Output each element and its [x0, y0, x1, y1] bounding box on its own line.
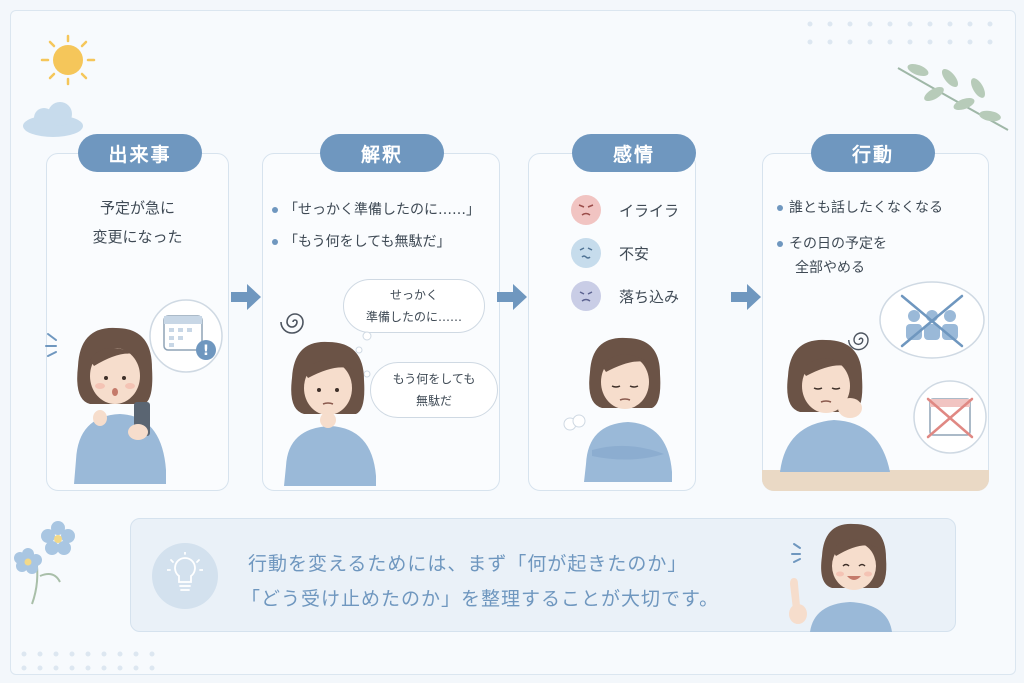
sigh-puff-icon — [563, 414, 586, 431]
woman-pointing-smiling — [789, 523, 892, 632]
woman-arms-crossed — [584, 337, 672, 482]
step-title-interpretation: 解釈 — [320, 134, 444, 172]
thought-bubble-2: もう何をしても 無駄だ — [370, 362, 498, 418]
summary-banner — [130, 518, 956, 632]
leaf-branch-icon — [897, 63, 1009, 131]
event-line-1: 予定が急に — [99, 199, 175, 217]
action-bullet-1: 誰とも話したくなくなる — [777, 197, 943, 217]
svg-text:!: ! — [203, 343, 209, 359]
swirl-icon — [848, 332, 869, 351]
dot-grid-bottom — [21, 651, 155, 671]
calendar-alert-bubble: ! — [149, 299, 223, 373]
step-title-emotion: 感情 — [572, 134, 696, 172]
desk — [762, 470, 989, 491]
action-bullet-2-continuation: 全部やめる — [795, 260, 865, 276]
anxious-face-icon — [571, 238, 601, 268]
thought-bubble-1: せっかく 準備したのに…… — [343, 279, 485, 333]
emotion-row-anxiety: 不安 — [571, 238, 649, 268]
sparkle-lines-icon — [791, 543, 801, 563]
action-bullet-2: その日の予定を — [777, 233, 887, 253]
summary-line-2: 「どう受け止めたのか」を整理することが大切です。 — [241, 588, 720, 610]
thought-bubble-1-line-1: せっかく — [389, 288, 438, 302]
woman-resting-head — [780, 339, 890, 472]
woman-surprised-phone — [74, 327, 166, 484]
event-line-2: 変更になった — [92, 228, 183, 246]
arrow-right-icon — [497, 284, 527, 310]
interpretation-bullet-2: 「もう何をしても無駄だ」 — [272, 231, 450, 251]
emotion-row-depression: 落ち込み — [571, 281, 679, 311]
emotion-label-depression: 落ち込み — [619, 287, 680, 306]
sun-icon — [40, 34, 96, 86]
arrow-right-icon — [731, 284, 761, 310]
thought-bubble-2-line-1: もう何をしても — [392, 372, 476, 386]
flower-icon — [14, 521, 75, 605]
emotion-row-irritation: イライラ — [571, 195, 679, 225]
cancelled-calendar-bubble — [913, 380, 987, 454]
angry-face-icon — [571, 195, 601, 225]
step-title-action: 行動 — [811, 134, 935, 172]
thought-bubble-1-line-2: 準備したのに…… — [365, 310, 462, 324]
no-talking-bubble — [879, 281, 985, 359]
shock-lines-icon — [45, 333, 57, 357]
arrow-right-icon — [231, 284, 261, 310]
emotion-label-irritation: イライラ — [619, 201, 680, 220]
step-title-event: 出来事 — [78, 134, 202, 172]
woman-thinking — [284, 341, 376, 486]
swirl-icon — [280, 313, 304, 334]
lightbulb-icon — [167, 552, 203, 591]
summary-line-1: 行動を変えるためには、まず「何が起きたのか」 — [248, 553, 688, 575]
emotion-label-anxiety: 不安 — [619, 244, 650, 263]
dot-grid-top — [807, 21, 993, 45]
interpretation-bullet-1: 「せっかく準備したのに……」 — [272, 199, 480, 219]
sad-face-icon — [571, 281, 601, 311]
thought-bubble-2-line-2: 無駄だ — [415, 394, 452, 408]
cloud-icon — [23, 102, 83, 137]
